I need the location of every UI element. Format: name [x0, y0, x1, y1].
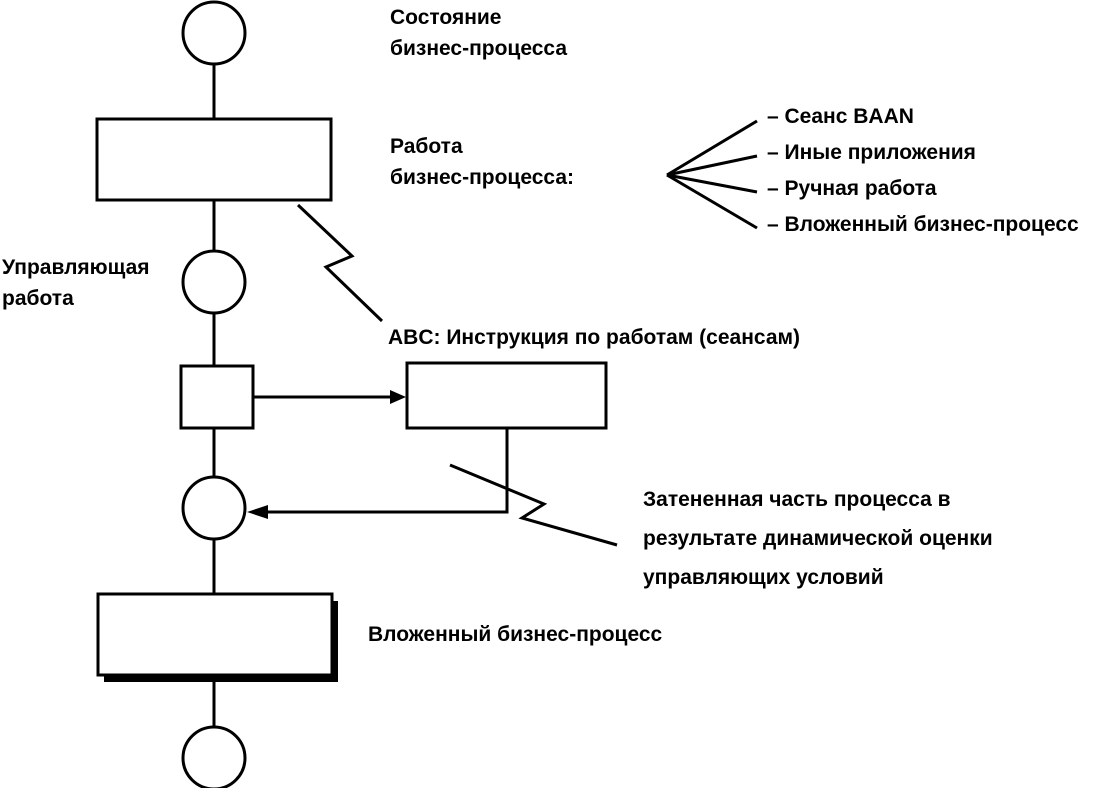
shaded-label: Затененная часть процесса в результате д… — [643, 480, 993, 597]
control-label-line2: работа — [2, 287, 74, 310]
shaded-label-line2: результате динамической оценки — [643, 527, 993, 550]
arrow-return-path — [268, 428, 509, 514]
state-node-start — [181, 0, 247, 66]
control-square — [179, 364, 255, 430]
work-option-item: – Вложенный бизнес-процесс — [767, 213, 1079, 236]
state-label-line2: бизнес-процесса — [390, 37, 568, 60]
work-option-item: – Иные приложения — [767, 141, 976, 164]
abc-label: ABC: Инструкция по работам (сеансам) — [388, 326, 801, 349]
arrowhead — [390, 390, 406, 404]
nested-label: Вложенный бизнес-процесс — [368, 623, 663, 646]
work-options-list: – Сеанс BAAN – Иные приложения – Ручная … — [767, 99, 1079, 243]
control-label: Управляющая работа — [2, 252, 150, 314]
nested-box — [96, 592, 334, 677]
shaded-label-line1: Затененная часть процесса в — [643, 488, 951, 511]
zigzag-leader-abc — [296, 203, 384, 323]
work-option-item: – Ручная работа — [767, 177, 937, 200]
state-node-end — [181, 725, 247, 788]
state-node-control — [181, 249, 247, 315]
fan-line — [666, 173, 758, 230]
zigzag-leader-shaded — [449, 463, 618, 547]
state-node-merge — [181, 475, 247, 541]
abc-box — [405, 361, 608, 430]
shaded-label-line3: управляющих условий — [643, 566, 884, 589]
work-label-line1: Работа — [390, 135, 463, 158]
control-label-line1: Управляющая — [2, 256, 150, 279]
fan-line — [666, 119, 758, 177]
fan-line — [666, 154, 758, 177]
work-label: Работа бизнес-процесса: — [390, 131, 574, 193]
work-option-item: – Сеанс BAAN — [767, 105, 914, 128]
work-label-line2: бизнес-процесса: — [390, 166, 575, 189]
arrowhead — [247, 505, 268, 519]
state-label: Состояние бизнес-процесса — [390, 2, 567, 64]
fan-line — [666, 173, 758, 194]
state-label-line1: Состояние — [390, 6, 502, 29]
work-box — [95, 117, 333, 202]
